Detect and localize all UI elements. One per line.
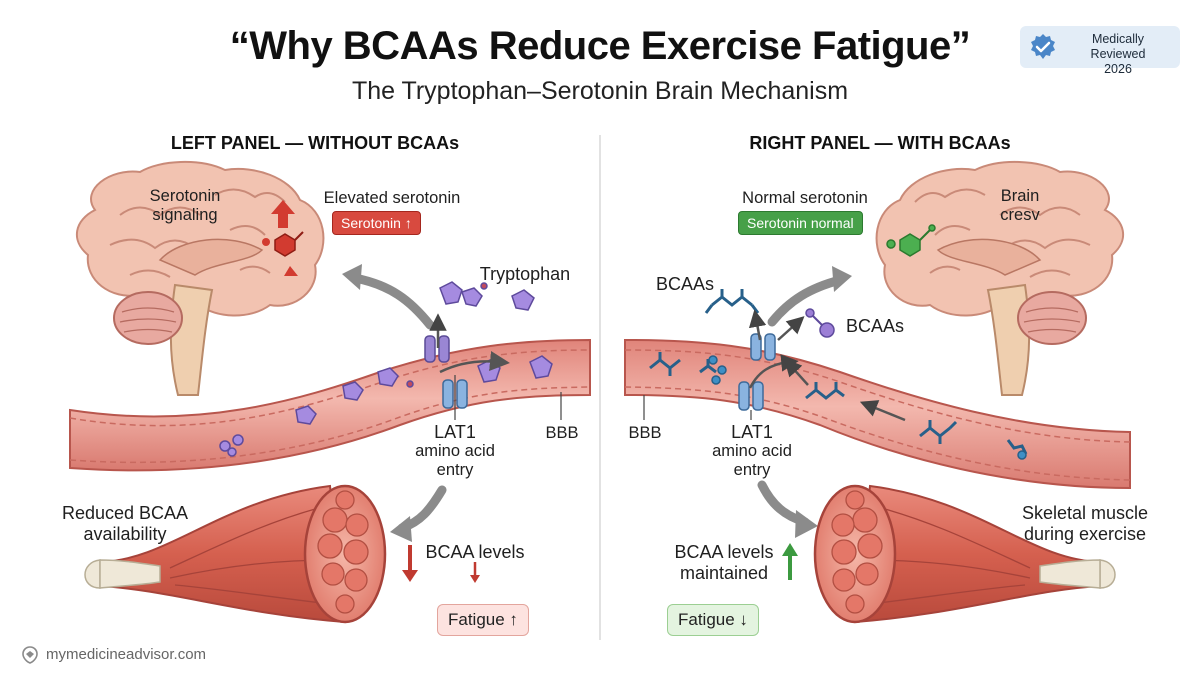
reduced-bcaa-label: Reduced BCAA availability [55,503,195,545]
lat1-right-line1: LAT1 [697,423,807,442]
serotonin-signaling-label: Serotonin signaling [140,187,230,225]
right-panel-title: RIGHT PANEL — WITH BCAAs [720,133,1040,154]
skeletal-muscle-label: Skeletal muscle during exercise [1005,503,1165,545]
lat1-left-line1: LAT1 [400,423,510,442]
blood-vessel-icon [70,340,590,470]
bbb-label-right: BBB [615,424,675,443]
serotonin-signaling-line1: Serotonin [140,187,230,206]
fatigue-up-box: Fatigue ↑ [437,604,529,636]
serotonin-up-pill: Serotonin ↑ [332,211,421,235]
lat1-left-line3: entry [400,461,510,480]
page-subtitle: The Tryptophan–Serotonin Brain Mechanism [0,77,1200,106]
lat1-right-line3: entry [697,461,807,480]
lat1-label-left: LAT1 amino acid entry [400,423,510,480]
logo-icon [20,645,40,665]
skeletal-line1: Skeletal muscle [1005,503,1165,524]
badge-line1: Medically Reviewed [1064,32,1172,62]
maintained-line2: maintained [664,563,784,584]
elevated-serotonin-label: Elevated serotonin [312,189,472,208]
brain-label: Brain cresv [980,187,1060,225]
lat1-left-line2: amino acid [400,442,510,461]
fatigue-down-box: Fatigue ↓ [667,604,759,636]
check-badge-icon [1028,32,1058,62]
lat1-label-right: LAT1 amino acid entry [697,423,807,480]
footer-site: mymedicineadvisor.com [46,646,206,663]
brain-line1: Brain [980,187,1060,206]
reduced-line2: availability [55,524,195,545]
bcaa-maintained-label: BCAA levels maintained [664,542,784,584]
serotonin-normal-pill: Serotonin normal [738,211,863,235]
bcaa-levels-label: BCAA levels [420,542,530,563]
bcaas-label-side: BCAAs [835,316,915,337]
reduced-line1: Reduced BCAA [55,503,195,524]
left-panel-title: LEFT PANEL — WITHOUT BCAAs [150,133,480,154]
bbb-label-left: BBB [532,424,592,443]
badge-line2: 2026 [1064,62,1172,77]
tryptophan-label: Tryptophan [470,264,580,285]
medically-reviewed-badge: Medically Reviewed 2026 [1020,26,1180,68]
bcaas-label-top: BCAAs [645,274,725,295]
bcaa-maintained-icon [782,543,798,580]
skeletal-line2: during exercise [1005,524,1165,545]
maintained-line1: BCAA levels [664,542,784,563]
serotonin-signaling-line2: signaling [140,206,230,225]
normal-serotonin-label: Normal serotonin [725,189,885,208]
brain-line2: cresv [980,206,1060,225]
lat1-right-line2: amino acid [697,442,807,461]
